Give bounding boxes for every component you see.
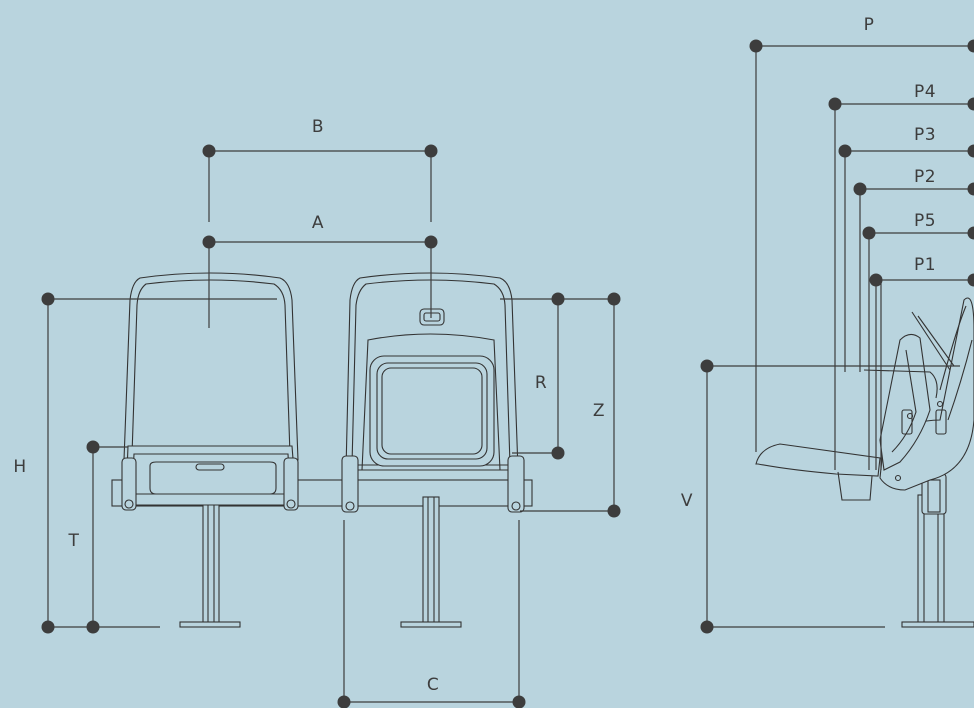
side-seat-extended [755, 443, 881, 477]
dot-z-bottom [607, 504, 621, 518]
label-h: H [13, 457, 26, 477]
front-view-seats [111, 272, 533, 628]
right-base-plate [400, 621, 462, 628]
dot-p-right [967, 39, 974, 53]
dot-a-left [202, 235, 216, 249]
right-hinge-left [341, 455, 359, 513]
left-hinge-left [121, 457, 137, 511]
label-v: V [681, 491, 693, 511]
dot-a-right [424, 235, 438, 249]
backrest-handle [419, 308, 445, 326]
dot-v-top [700, 359, 714, 373]
label-p4: P4 [914, 82, 936, 102]
dot-b-left [202, 144, 216, 158]
left-base-plate [179, 621, 241, 628]
dot-p3-left [838, 144, 852, 158]
dimension-endpoints [41, 39, 974, 708]
dot-p-left [749, 39, 763, 53]
dot-p4-right [967, 97, 974, 111]
label-z: Z [593, 401, 605, 421]
side-seat-folded [879, 333, 931, 471]
dot-h-top [41, 292, 55, 306]
folded-seat-panel [369, 355, 495, 467]
left-pedestal [202, 496, 220, 624]
right-hinge-right [507, 455, 525, 513]
dimension-lines [47, 45, 974, 703]
label-p5: P5 [914, 211, 936, 231]
dot-p5-left [862, 226, 876, 240]
side-view-seat [755, 297, 974, 628]
left-backrest [123, 272, 299, 461]
right-pedestal [422, 496, 440, 624]
left-hinge-right [283, 457, 299, 511]
label-p1: P1 [914, 255, 936, 275]
dot-t-bottom [86, 620, 100, 634]
dot-t-top [86, 440, 100, 454]
label-p: P [864, 15, 875, 35]
dot-p2-right [967, 182, 974, 196]
dot-p2-left [853, 182, 867, 196]
label-p2: P2 [914, 167, 936, 187]
dot-v-bottom [700, 620, 714, 634]
dot-c-right [512, 695, 526, 708]
dot-p5-right [967, 226, 974, 240]
dot-p3-right [967, 144, 974, 158]
dot-r-bottom [551, 446, 565, 460]
side-pedestal [917, 494, 945, 624]
dot-p4-left [828, 97, 842, 111]
left-seat-cushion [125, 445, 297, 506]
label-t: T [68, 531, 80, 551]
label-a: A [312, 213, 324, 233]
dot-c-left [337, 695, 351, 708]
label-r: R [535, 373, 547, 393]
label-p3: P3 [914, 125, 936, 145]
dot-z-top [607, 292, 621, 306]
dot-r-top [551, 292, 565, 306]
label-b: B [312, 117, 324, 137]
dot-p1-right [967, 273, 974, 287]
dimension-labels: B A H T R Z C V P P4 P3 P2 P5 P1 [13, 15, 936, 695]
label-c: C [427, 675, 439, 695]
side-base-plate [901, 621, 974, 628]
dot-p1-left [869, 273, 883, 287]
dot-b-right [424, 144, 438, 158]
dot-h-bottom [41, 620, 55, 634]
